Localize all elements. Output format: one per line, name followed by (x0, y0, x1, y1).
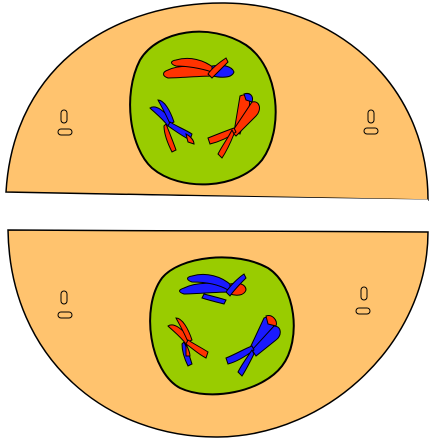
lower-chromosome-3 (225, 315, 281, 377)
upper-left-centriole-pair (57, 109, 73, 136)
upper-right-centriole-pair (363, 109, 379, 135)
upper-nucleus (129, 30, 277, 186)
lower-chromosome-2 (167, 317, 209, 367)
upper-chromosome-3 (207, 93, 260, 159)
upper-cell-cleavage-edge (5, 193, 429, 203)
lower-right-centriole-pair (355, 286, 371, 315)
lower-chromosome-1 (179, 273, 247, 305)
lower-daughter-cell (7, 229, 429, 438)
upper-chromosome-2 (149, 99, 195, 153)
upper-daughter-cell (5, 2, 429, 203)
upper-chromosome-1 (163, 57, 235, 79)
lower-left-centriole-pair (57, 290, 73, 319)
